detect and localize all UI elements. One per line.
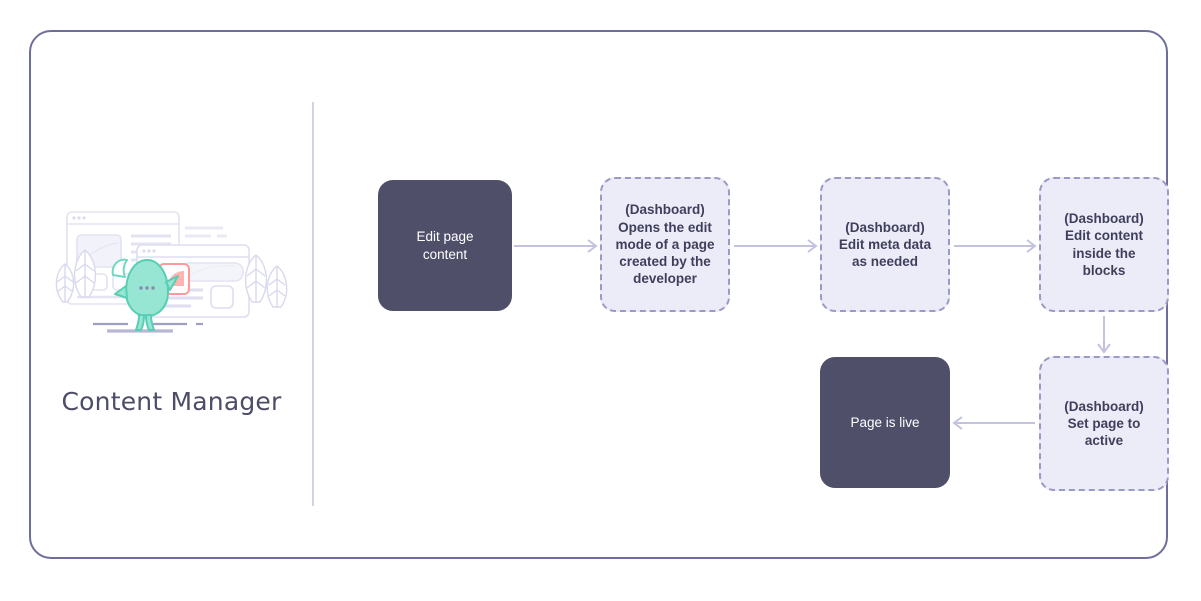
edge-edit-page-content-to-opens-edit-mode [514, 239, 598, 253]
flow-node-edit-meta-data[interactable]: (Dashboard) Edit meta data as needed [820, 177, 950, 312]
flow-node-label: (Dashboard) Set page to active [1064, 398, 1144, 449]
edge-set-page-active-to-page-is-live [952, 416, 1035, 430]
front-window-dots-icon [142, 249, 156, 253]
edge-edit-content-blocks-to-set-page-active [1097, 316, 1111, 354]
diagram-container: Content Manager [29, 30, 1169, 561]
window-dots-icon [72, 216, 86, 220]
flow-node-label: (Dashboard) Edit content inside the bloc… [1064, 210, 1144, 278]
page-title: Content Manager [61, 387, 282, 416]
flow-node-label: (Dashboard) Opens the edit mode of a pag… [615, 202, 715, 287]
left-panel: Content Manager [31, 32, 312, 561]
mascot-icon [111, 258, 179, 331]
flow-node-label: Edit page content [416, 229, 474, 262]
panel-divider [312, 102, 314, 506]
leaf-left-icon [55, 249, 96, 303]
edge-edit-meta-data-to-edit-content-blocks [954, 239, 1037, 253]
flow-node-set-page-active[interactable]: (Dashboard) Set page to active [1039, 356, 1169, 491]
flow-node-edit-page-content[interactable]: Edit page content [378, 180, 512, 311]
leaf-right-icon [245, 254, 288, 308]
flow-node-page-is-live[interactable]: Page is live [820, 357, 950, 488]
flow-node-opens-edit-mode[interactable]: (Dashboard) Opens the edit mode of a pag… [600, 177, 730, 312]
flow-node-label: Page is live [850, 414, 920, 430]
flow-node-label: (Dashboard) Edit meta data as needed [838, 219, 932, 270]
edge-opens-edit-mode-to-edit-meta-data [734, 239, 818, 253]
side-text-lines-icon [185, 226, 227, 238]
flowchart-area: Edit page content (Dashboard) Opens the … [312, 32, 1169, 557]
content-manager-illustration [51, 202, 296, 352]
flow-node-edit-content-blocks[interactable]: (Dashboard) Edit content inside the bloc… [1039, 177, 1169, 312]
